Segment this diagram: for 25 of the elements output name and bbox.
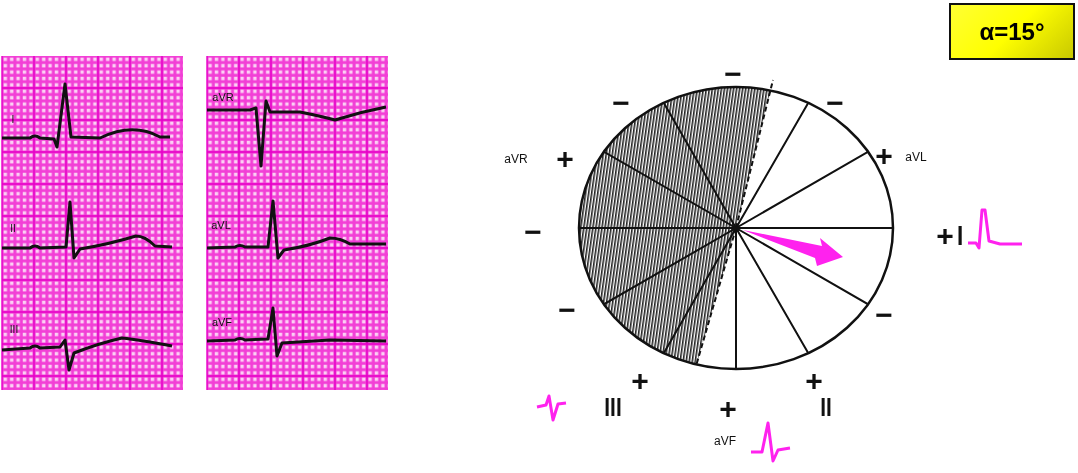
polarity-sign: + (805, 366, 823, 396)
angle-box: α=15° (949, 3, 1075, 60)
polarity-sign: + (719, 394, 737, 424)
lead-label: III (604, 394, 622, 420)
polarity-sign: + (936, 221, 954, 251)
lead-label: II (10, 224, 16, 234)
lead-label: aVF (714, 435, 736, 447)
polarity-sign: + (556, 144, 574, 174)
lead-label: aVL (905, 151, 927, 163)
lead-label: aVR (212, 91, 234, 103)
polarity-sign: − (558, 295, 576, 325)
lead-label: I (956, 222, 964, 250)
lead-label: aVR (504, 153, 528, 165)
polarity-sign: − (524, 217, 542, 247)
polarity-sign: + (875, 141, 893, 171)
polarity-sign: − (724, 59, 742, 89)
lead-label: aVF (211, 316, 233, 328)
polarity-sign: + (631, 366, 649, 396)
polarity-sign: − (875, 300, 893, 330)
lead-label: II (820, 394, 832, 420)
lead-label: I (11, 115, 15, 125)
lead-label: III (9, 325, 19, 335)
polarity-sign: − (612, 88, 630, 118)
lead-label: aVL (211, 219, 231, 231)
polarity-sign: − (826, 88, 844, 118)
